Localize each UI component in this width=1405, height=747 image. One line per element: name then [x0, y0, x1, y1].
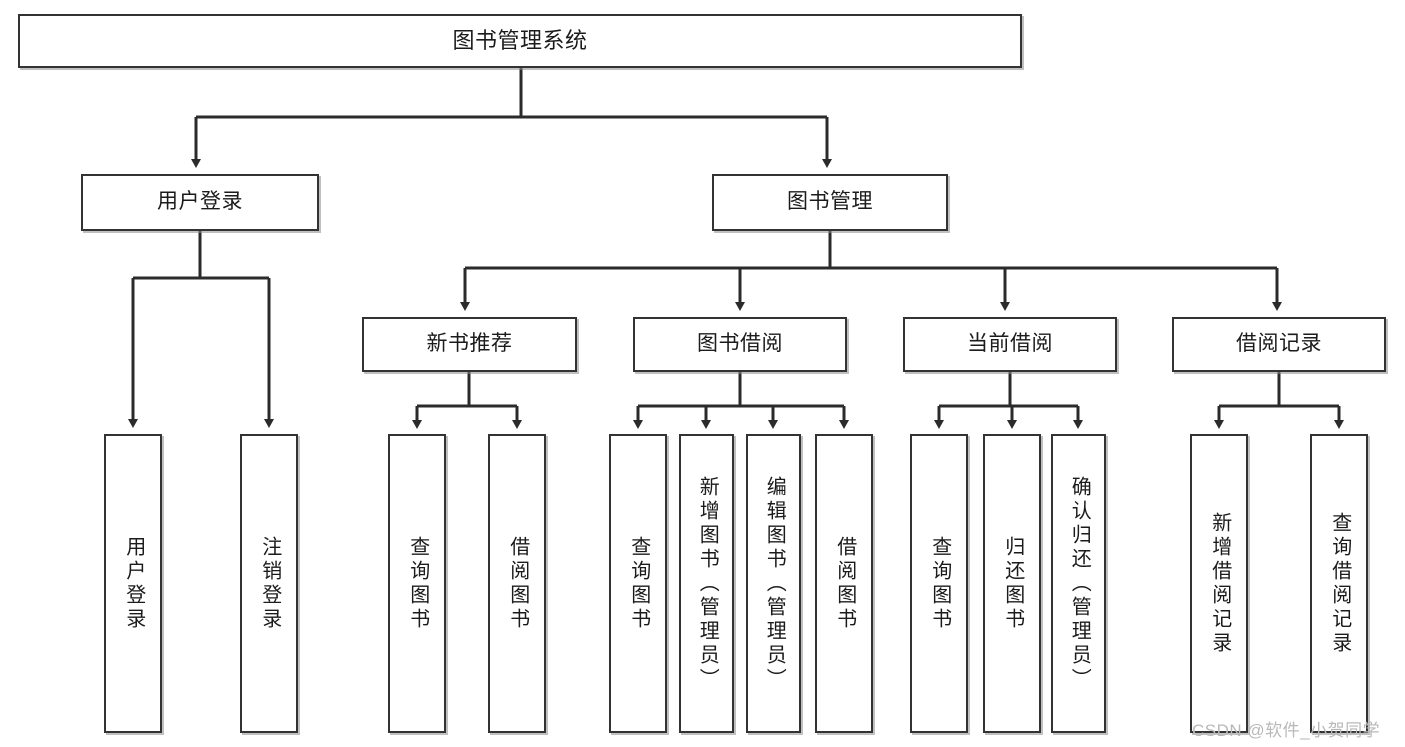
node-borrow-record[interactable]: 借阅记录: [1172, 317, 1386, 372]
node-leaf-confirm-return-label: 确认归还（管理员）: [1068, 475, 1091, 692]
node-new-book-rec[interactable]: 新书推荐: [362, 317, 577, 372]
node-leaf-borrow-book-1[interactable]: 借阅图书: [488, 434, 546, 733]
node-current-borrow[interactable]: 当前借阅: [903, 317, 1117, 372]
node-new-book-rec-label: 新书推荐: [426, 332, 513, 356]
node-leaf-borrow-book-2[interactable]: 借阅图书: [815, 434, 873, 733]
node-leaf-logout[interactable]: 注销登录: [240, 434, 298, 733]
node-leaf-add-record[interactable]: 新增借阅记录: [1190, 434, 1248, 733]
node-book-borrow-label: 图书借阅: [697, 332, 783, 356]
node-book-borrow[interactable]: 图书借阅: [633, 317, 847, 372]
node-leaf-borrow-book-1-label: 借阅图书: [506, 535, 529, 632]
node-leaf-edit-book-label: 编辑图书（管理员）: [763, 475, 786, 692]
node-leaf-query-record-label: 查询借阅记录: [1328, 511, 1351, 656]
node-leaf-query-book-3-label: 查询图书: [928, 535, 951, 632]
node-leaf-edit-book[interactable]: 编辑图书（管理员）: [746, 434, 801, 733]
node-leaf-query-book-2-label: 查询图书: [627, 535, 650, 632]
node-leaf-query-book-1-label: 查询图书: [406, 535, 429, 632]
node-leaf-borrow-book-2-label: 借阅图书: [833, 535, 856, 632]
node-leaf-add-record-label: 新增借阅记录: [1208, 511, 1231, 656]
node-leaf-return-book[interactable]: 归还图书: [983, 434, 1041, 733]
node-leaf-logout-label: 注销登录: [258, 535, 281, 632]
node-user-login-label: 用户登录: [157, 190, 243, 214]
node-leaf-user-login-label: 用户登录: [122, 535, 145, 632]
node-leaf-confirm-return[interactable]: 确认归还（管理员）: [1051, 434, 1106, 733]
node-root[interactable]: 图书管理系统: [18, 14, 1022, 68]
node-leaf-user-login[interactable]: 用户登录: [104, 434, 162, 733]
node-leaf-add-book[interactable]: 新增图书（管理员）: [679, 434, 734, 733]
node-book-manage[interactable]: 图书管理: [712, 174, 948, 231]
node-current-borrow-label: 当前借阅: [967, 332, 1053, 356]
node-leaf-query-book-3[interactable]: 查询图书: [910, 434, 968, 733]
node-root-label: 图书管理系统: [452, 28, 588, 54]
node-leaf-return-book-label: 归还图书: [1001, 535, 1024, 632]
node-leaf-query-book-1[interactable]: 查询图书: [388, 434, 446, 733]
node-leaf-query-record[interactable]: 查询借阅记录: [1310, 434, 1368, 733]
node-borrow-record-label: 借阅记录: [1236, 332, 1322, 356]
node-user-login[interactable]: 用户登录: [81, 174, 319, 231]
node-book-manage-label: 图书管理: [787, 190, 873, 214]
node-leaf-add-book-label: 新增图书（管理员）: [696, 475, 719, 692]
node-leaf-query-book-2[interactable]: 查询图书: [609, 434, 667, 733]
